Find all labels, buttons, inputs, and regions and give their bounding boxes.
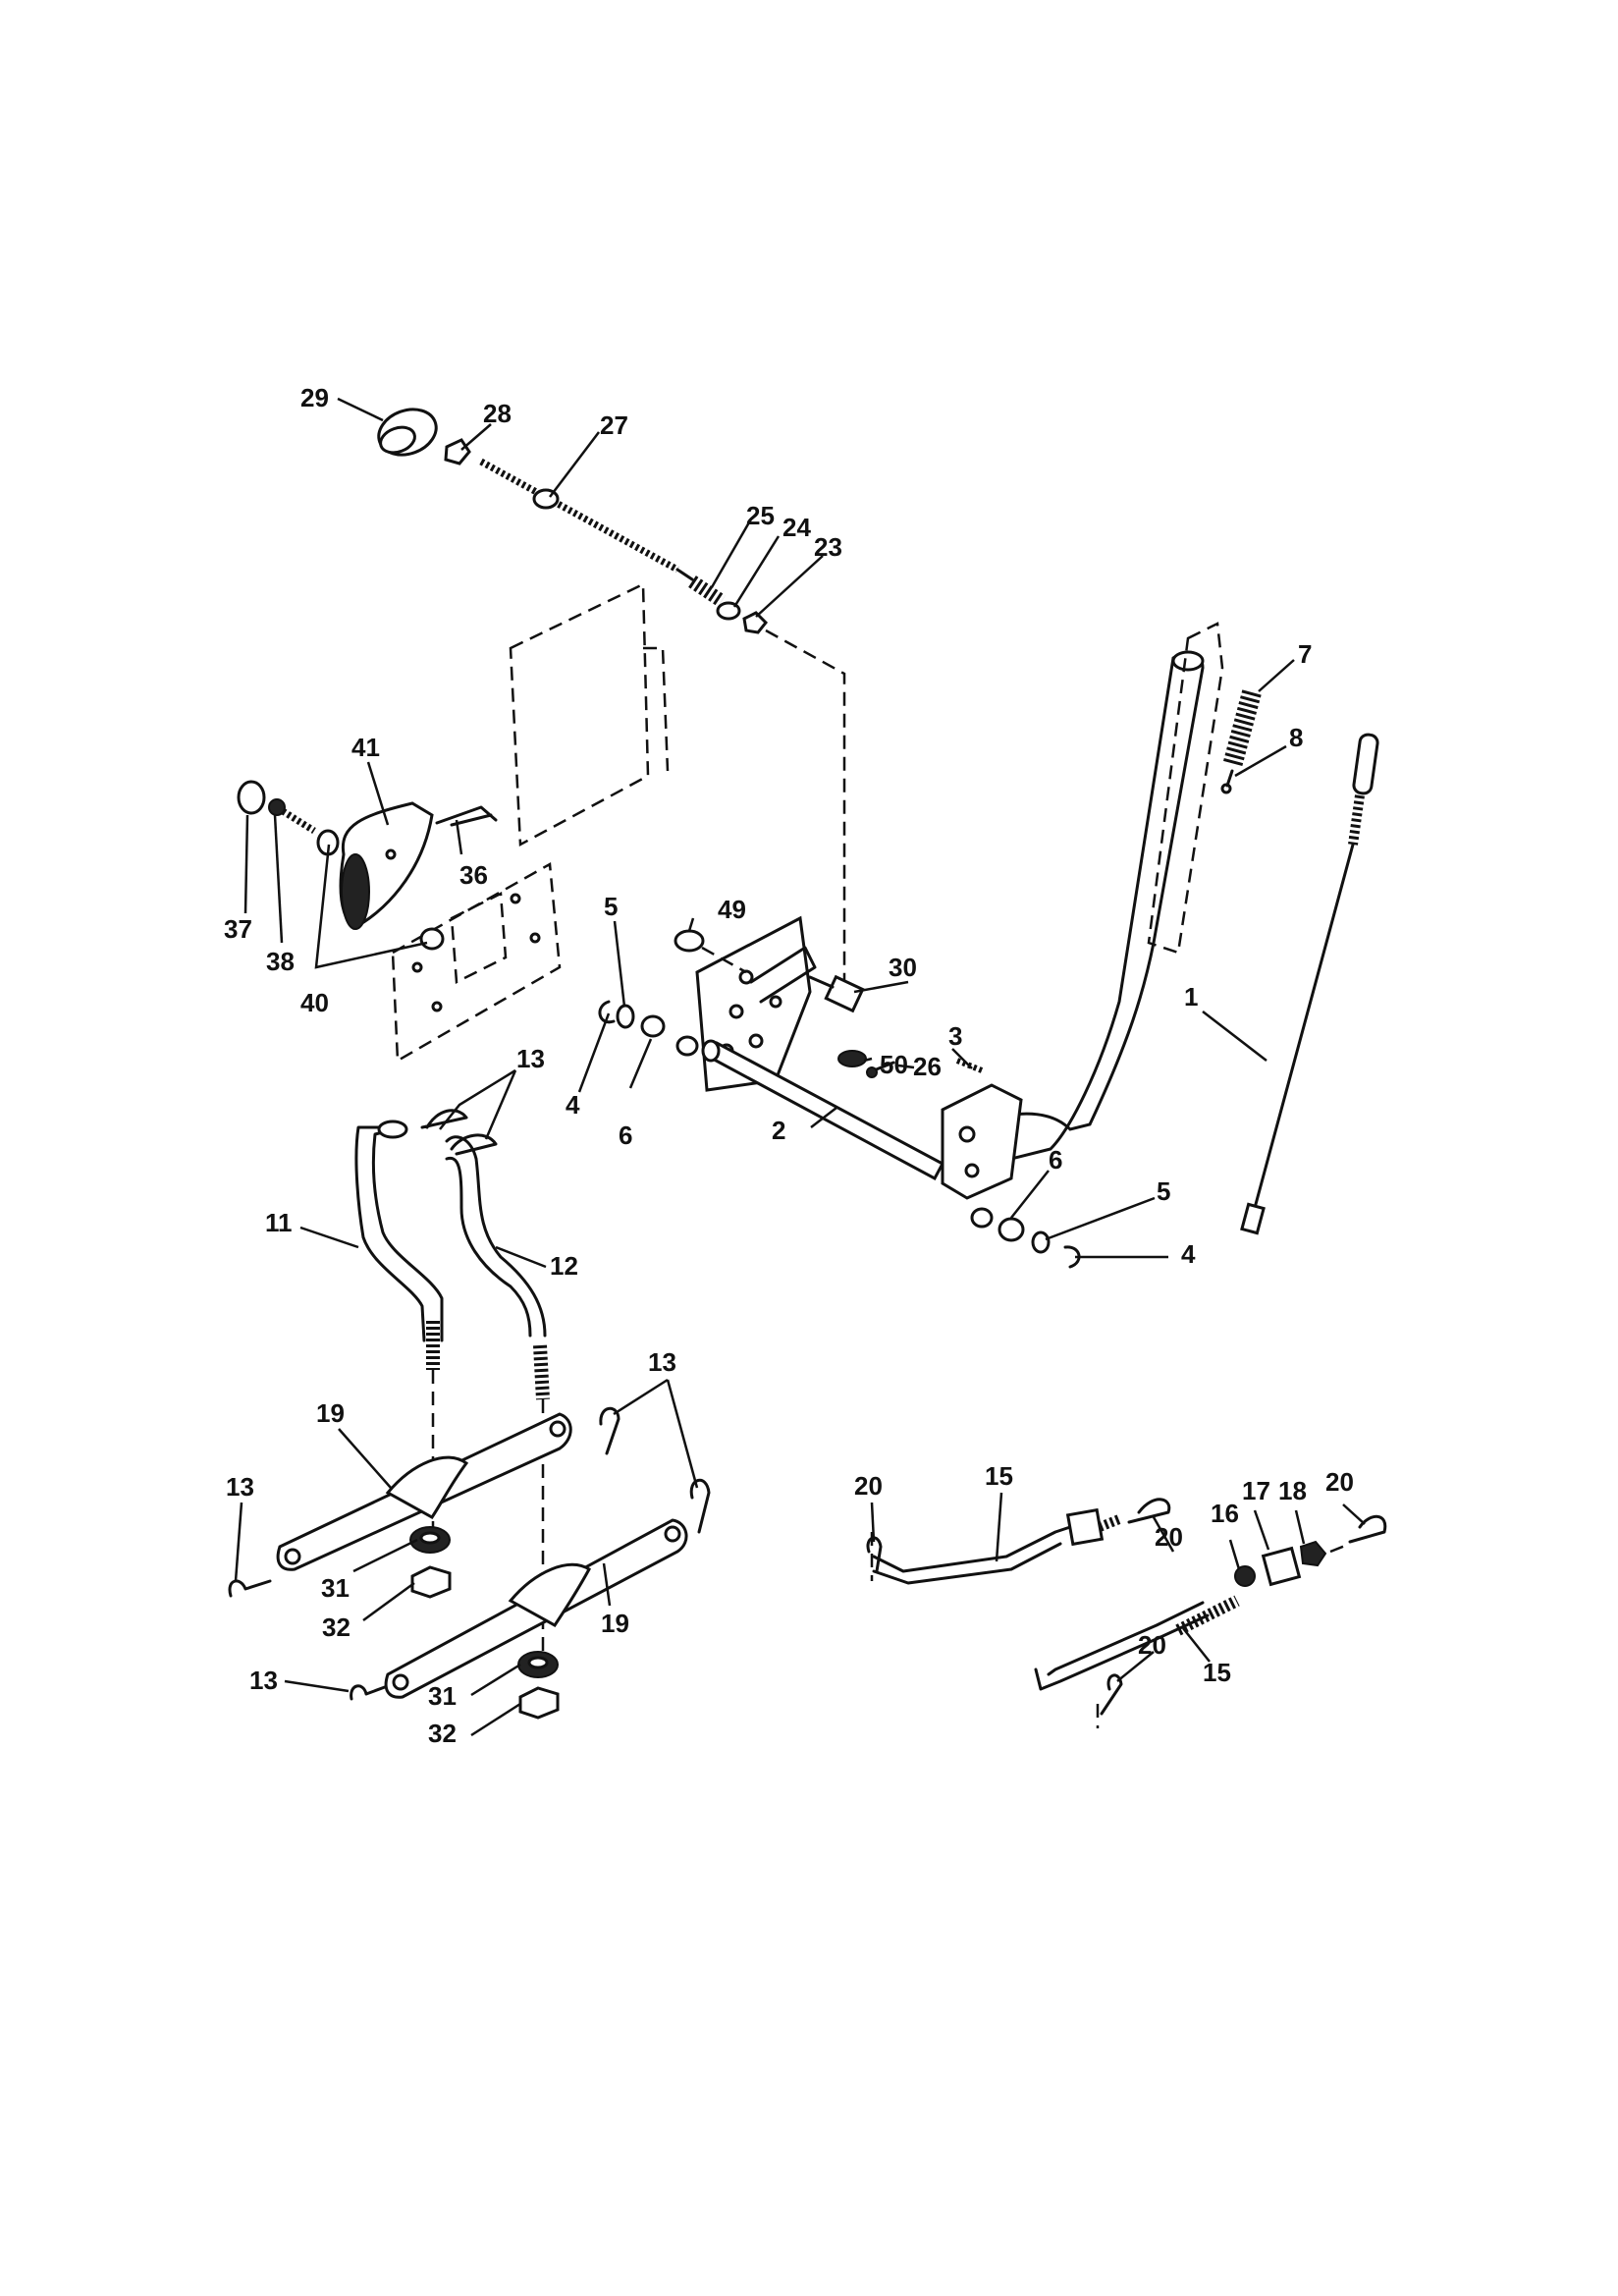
washer-40b — [419, 927, 445, 951]
label-16: 16 — [1211, 1499, 1239, 1528]
label-49: 49 — [718, 895, 746, 924]
cam-knob-41 — [339, 801, 434, 930]
bolt-26 — [866, 1061, 895, 1078]
label-20-d: 20 — [1325, 1467, 1354, 1497]
leader-lines — [234, 397, 1366, 1737]
label-23: 23 — [814, 532, 842, 562]
pin-8 — [1220, 769, 1234, 794]
label-32-upper: 32 — [322, 1613, 351, 1642]
label-20-a: 20 — [854, 1471, 883, 1501]
label-41: 41 — [351, 733, 380, 762]
nut-32-lower — [518, 1686, 560, 1720]
label-2: 2 — [772, 1116, 785, 1145]
label-3: 3 — [948, 1021, 962, 1051]
hairpin-13-bottom-left — [228, 1579, 272, 1598]
trunnion-30 — [808, 974, 865, 1013]
washer-5-left — [616, 1004, 635, 1029]
grip-spring-7 — [1222, 689, 1262, 769]
label-17: 17 — [1242, 1476, 1270, 1505]
cable-1 — [1240, 733, 1379, 1235]
label-19-upper: 19 — [316, 1398, 345, 1428]
threaded-rod-27 — [479, 458, 694, 581]
hairpins-13-right — [599, 1406, 711, 1534]
label-31-lower: 31 — [428, 1681, 457, 1711]
label-11: 11 — [265, 1208, 293, 1237]
label-13-left: 13 — [226, 1472, 254, 1502]
label-24: 24 — [782, 513, 811, 542]
label-31-upper: 31 — [321, 1573, 350, 1603]
label-50: 50 — [880, 1050, 908, 1079]
label-18: 18 — [1278, 1476, 1307, 1505]
label-4-upper: 4 — [566, 1090, 580, 1120]
label-15-lower: 15 — [1203, 1658, 1231, 1687]
label-13-bottom: 13 — [249, 1666, 278, 1695]
label-15-upper: 15 — [985, 1461, 1013, 1491]
lift-handle — [941, 650, 1205, 1200]
label-5-upper: 5 — [604, 892, 618, 921]
hairpin-20-b — [1127, 1498, 1171, 1524]
bushing-31-upper — [409, 1526, 451, 1554]
rod-15-upper — [870, 1507, 1121, 1585]
hairpin-20-c — [1100, 1673, 1123, 1716]
part-labels: 29 28 27 25 24 23 7 8 41 37 38 40 36 5 4… — [224, 383, 1354, 1748]
label-29: 29 — [300, 383, 329, 412]
label-37: 37 — [224, 914, 252, 944]
label-5-right: 5 — [1157, 1176, 1170, 1206]
lift-arm-19-lower — [384, 1518, 688, 1699]
label-1: 1 — [1184, 982, 1198, 1011]
label-38: 38 — [266, 947, 295, 976]
label-30: 30 — [889, 953, 917, 982]
nut-23 — [742, 611, 769, 634]
washer-24 — [716, 601, 741, 621]
frame-panel-upper — [509, 582, 670, 847]
hairpin-13-bottom — [350, 1682, 395, 1701]
label-13-top: 13 — [516, 1044, 545, 1073]
bushing-6-right — [970, 1207, 1025, 1242]
label-6-upper: 6 — [619, 1121, 632, 1150]
lift-arm-19-upper — [276, 1412, 572, 1571]
label-13-right: 13 — [648, 1347, 676, 1377]
trunnion-17 — [1261, 1546, 1302, 1587]
hairpins-13-top — [420, 1109, 498, 1156]
label-26: 26 — [913, 1052, 942, 1081]
nut-18 — [1299, 1540, 1327, 1567]
frame-panel-lower — [391, 861, 562, 1064]
nut-16 — [1234, 1565, 1256, 1587]
handle-grip-dashed — [1147, 622, 1224, 955]
label-40: 40 — [300, 988, 329, 1017]
ring-4-right — [1063, 1245, 1081, 1269]
rod-15-lower — [1034, 1595, 1240, 1728]
washer-5-right — [1031, 1230, 1051, 1254]
label-32-lower: 32 — [428, 1719, 457, 1748]
spring-25 — [688, 575, 726, 607]
label-27: 27 — [600, 410, 628, 440]
label-25: 25 — [746, 501, 775, 530]
bracket-36 — [435, 805, 498, 827]
bolt-38 — [268, 798, 316, 834]
hairpin-20-d — [1329, 1514, 1387, 1554]
label-7: 7 — [1298, 639, 1312, 669]
hairpin-20-a — [866, 1536, 883, 1573]
nut-32-upper — [410, 1565, 452, 1599]
label-6-right: 6 — [1049, 1145, 1062, 1175]
knob-29 — [377, 408, 438, 457]
bushing-6-left — [640, 1014, 699, 1057]
rod-connection-line — [765, 629, 846, 982]
label-20-c: 20 — [1138, 1630, 1166, 1660]
label-28: 28 — [483, 399, 512, 428]
washer-50 — [837, 1050, 867, 1067]
label-12: 12 — [550, 1251, 578, 1281]
label-19-lower: 19 — [601, 1609, 629, 1638]
label-36: 36 — [459, 860, 488, 890]
ring-4-left — [598, 1000, 616, 1024]
label-4-right: 4 — [1181, 1239, 1196, 1269]
bushing-31-lower — [517, 1651, 559, 1678]
pin-bushing — [749, 946, 817, 1004]
nut-28 — [444, 438, 471, 465]
label-20-b: 20 — [1155, 1522, 1183, 1552]
label-8: 8 — [1289, 723, 1303, 752]
snap-ring-37 — [237, 780, 266, 815]
